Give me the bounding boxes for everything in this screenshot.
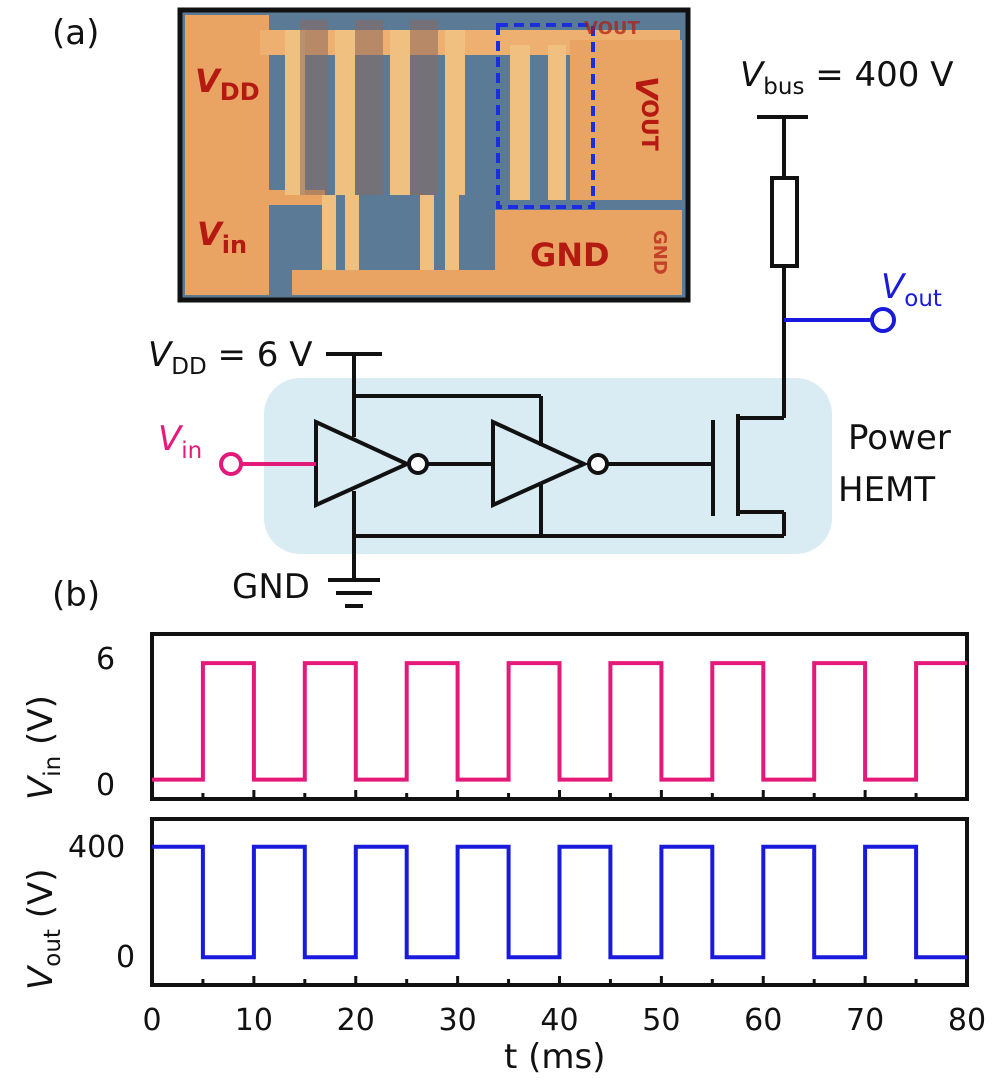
x-tick-label: 20	[337, 1003, 375, 1038]
ground-symbol	[328, 578, 380, 608]
bottom-ylabel: Vout (V)	[21, 868, 66, 990]
bottom-ytick-0: 0	[116, 940, 135, 975]
photo-gnd-small-label: GND	[649, 230, 670, 275]
hemt-label-line1: Power	[848, 418, 951, 458]
bottom-ytick-400: 400	[68, 830, 125, 865]
highlight-box	[496, 23, 595, 209]
vout-label: Vout	[881, 267, 942, 312]
x-axis-label: t (ms)	[504, 1037, 606, 1077]
photo-vdd-label: VDD	[195, 62, 260, 106]
top-ytick-6: 6	[96, 642, 115, 677]
vbus-label: Vbus = 400 V	[740, 55, 954, 100]
x-tick-labels: 0 10 20 30 40 50 60 70 80	[142, 1003, 986, 1038]
x-tick-label: 0	[142, 1003, 161, 1038]
panel-b-tag: (b)	[52, 575, 100, 615]
panel-a-tag: (a)	[52, 13, 99, 53]
chip-micrograph: VDD Vin GND VOUT GND VOUT	[177, 7, 691, 303]
vdd-label: VDD = 6 V	[148, 335, 313, 380]
top-ytick-0: 0	[96, 768, 115, 803]
x-tick-label: 30	[439, 1003, 477, 1038]
photo-vout-label: VOUT	[628, 76, 663, 151]
inverter-2	[491, 418, 609, 509]
power-hemt	[604, 414, 740, 516]
x-tick-label: 60	[744, 1003, 782, 1038]
hemt-label-line2: HEMT	[838, 470, 935, 510]
vin-terminal	[219, 452, 243, 476]
x-tick-label: 10	[235, 1003, 273, 1038]
photo-vout-small-label: VOUT	[584, 18, 641, 39]
gnd-label: GND	[232, 567, 310, 607]
photo-vin-label: Vin	[197, 215, 247, 259]
vout-trace	[152, 844, 967, 960]
vin-label: Vin	[158, 419, 202, 464]
top-ylabel: Vin (V)	[21, 695, 66, 800]
integration-region	[264, 378, 832, 554]
x-tick-label: 70	[846, 1003, 884, 1038]
bus-resistor	[738, 115, 808, 536]
x-tick-label: 50	[642, 1003, 680, 1038]
vout-terminal	[870, 307, 896, 333]
x-tick-label: 40	[540, 1003, 578, 1038]
x-tick-label: 80	[948, 1003, 986, 1038]
photo-gnd-label: GND	[530, 236, 610, 274]
vin-trace	[152, 661, 967, 782]
